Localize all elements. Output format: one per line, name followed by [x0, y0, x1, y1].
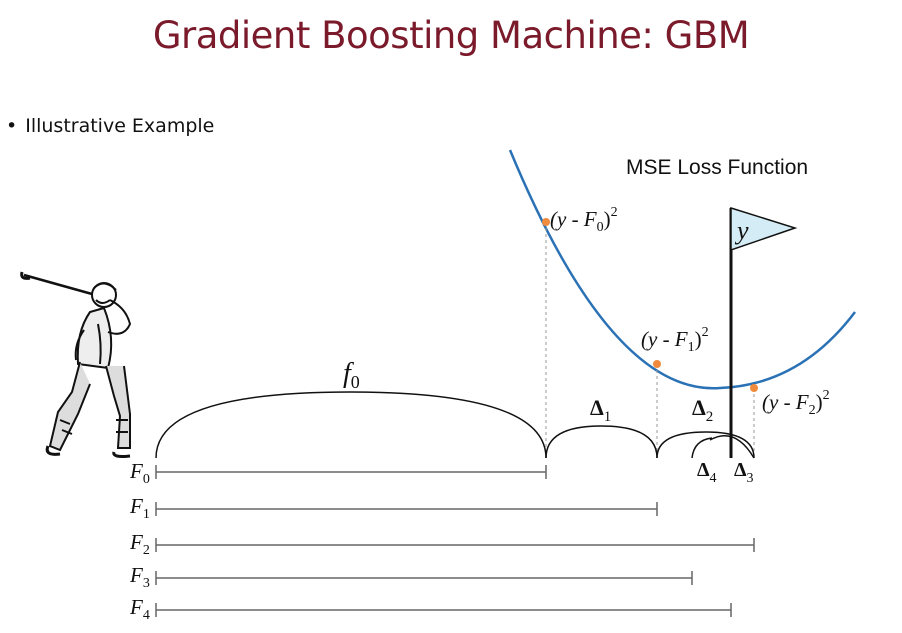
hop-arcs	[155, 391, 755, 459]
drop-lines	[545, 222, 755, 456]
arc-label-delta-4-base: Δ	[697, 459, 710, 481]
arc-label-delta-1-base: Δ	[590, 395, 604, 420]
row-f2	[155, 538, 755, 552]
mse-loss-curve	[508, 149, 856, 390]
arc-delta-4	[691, 437, 713, 459]
arc-label-delta-2-base: Δ	[692, 395, 706, 420]
loss-label-f0-sub: 0	[597, 220, 604, 235]
arc-label-delta-2: Δ2	[692, 395, 713, 425]
row-f4	[155, 603, 732, 617]
loss-label-f2: (y - F2)2	[762, 388, 830, 418]
row-label-f1: F1	[129, 494, 150, 522]
loss-point-f2	[750, 384, 758, 392]
loss-function-label: MSE Loss Function	[626, 156, 808, 179]
row-f3	[155, 571, 693, 585]
loss-label-f1-base: (y - F	[641, 327, 688, 351]
loss-label-f0-base: (y - F	[550, 207, 597, 231]
arc-label-delta-2-sub: 2	[706, 409, 714, 425]
arc-label-f0-sub: 0	[351, 372, 360, 392]
arc-label-delta-3: Δ3	[734, 459, 754, 486]
loss-label-f2-sup: 2	[823, 388, 830, 403]
flag-banner	[730, 206, 798, 252]
row-label-f2: F2	[129, 530, 150, 558]
arc-delta-3	[709, 435, 755, 459]
arc-label-f0-base: f	[343, 358, 354, 389]
arc-label-delta-3-sub: 3	[747, 471, 754, 486]
flag-label: y	[734, 216, 749, 245]
loss-label-f0: (y - F0)2	[550, 205, 618, 235]
row-label-f0-base: F	[129, 459, 143, 483]
prediction-bars	[155, 465, 755, 617]
bullet-text: Illustrative Example	[25, 115, 215, 137]
row-label-f1-base: F	[129, 494, 143, 518]
row-label-f4: F4	[129, 595, 150, 623]
arc-delta-1	[545, 425, 658, 459]
bullet-item: • Illustrative Example	[6, 115, 214, 137]
loss-points	[542, 218, 758, 392]
row-label-f3: F3	[129, 563, 150, 591]
loss-label-f1-tail: )	[695, 327, 702, 351]
row-f0	[155, 465, 547, 479]
loss-label-f1-sup: 2	[702, 325, 709, 340]
row-label-f0: F0	[129, 459, 150, 487]
row-label-f3-base: F	[129, 563, 143, 587]
loss-label-f0-sup: 2	[611, 205, 618, 220]
row-label-f4-base: F	[129, 595, 143, 619]
row-f1	[155, 502, 658, 516]
loss-point-f1	[653, 360, 661, 368]
row-label-f0-sub: 0	[143, 472, 150, 487]
loss-point-f0	[542, 218, 550, 226]
row-label-f4-sub: 4	[143, 608, 150, 623]
bullet-dot: •	[6, 115, 18, 137]
loss-label-f2-base: (y - F	[762, 390, 809, 414]
arc-label-delta-1-sub: 1	[604, 409, 612, 425]
loss-label-f0-tail: )	[604, 207, 611, 231]
target-flag: y	[729, 206, 798, 458]
arc-label-delta-4-sub: 4	[710, 471, 717, 486]
arc-f0	[155, 391, 547, 459]
row-label-f2-base: F	[129, 530, 143, 554]
loss-label-f1: (y - F1)2	[641, 325, 709, 355]
row-label-f1-sub: 1	[143, 507, 150, 522]
arc-label-delta-1: Δ1	[590, 395, 611, 425]
row-label-f2-sub: 2	[143, 543, 150, 558]
loss-label-f1-sub: 1	[688, 340, 695, 355]
arc-label-delta-3-base: Δ	[734, 459, 747, 481]
loss-label-f2-tail: )	[816, 390, 823, 414]
arc-label-delta-4: Δ4	[697, 459, 717, 486]
row-label-f3-sub: 3	[143, 576, 150, 591]
arc-label-f0: f0	[343, 358, 360, 392]
loss-label-f2-sub: 2	[809, 403, 816, 418]
arc-delta-2	[656, 431, 755, 459]
page-title: Gradient Boosting Machine: GBM	[152, 14, 750, 57]
golfer-illustration	[20, 271, 132, 458]
